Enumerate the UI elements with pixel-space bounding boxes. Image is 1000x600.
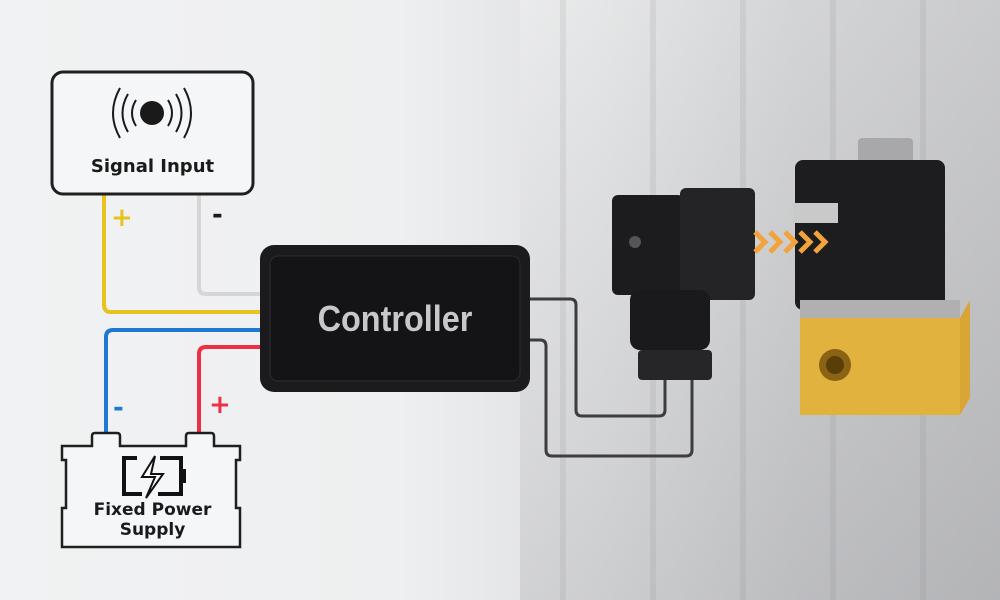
output-wire-1 xyxy=(528,297,667,418)
signal-input-box xyxy=(50,70,255,196)
power-positive-wire xyxy=(197,345,262,432)
signal-positive-wire xyxy=(102,194,262,314)
valve-connector xyxy=(612,188,755,380)
signal-input-label: Signal Input xyxy=(90,156,215,177)
signal-positive-sign: + xyxy=(111,203,133,233)
signal-negative-wire xyxy=(197,194,262,296)
output-wire-2 xyxy=(528,338,694,458)
power-supply-label: Fixed Power Supply xyxy=(62,500,243,540)
power-negative-sign: - xyxy=(113,393,124,423)
controller-label: Controller xyxy=(317,298,473,339)
signal-broadcast-icon xyxy=(112,87,192,139)
solenoid-valve xyxy=(753,138,970,415)
signal-negative-sign: - xyxy=(212,200,223,230)
power-supply-label-line1: Fixed Power xyxy=(93,500,212,520)
power-positive-sign: + xyxy=(209,390,231,420)
power-supply-label-line2: Supply xyxy=(119,520,186,540)
power-negative-wire xyxy=(104,328,262,432)
battery-charging-icon xyxy=(122,455,186,499)
